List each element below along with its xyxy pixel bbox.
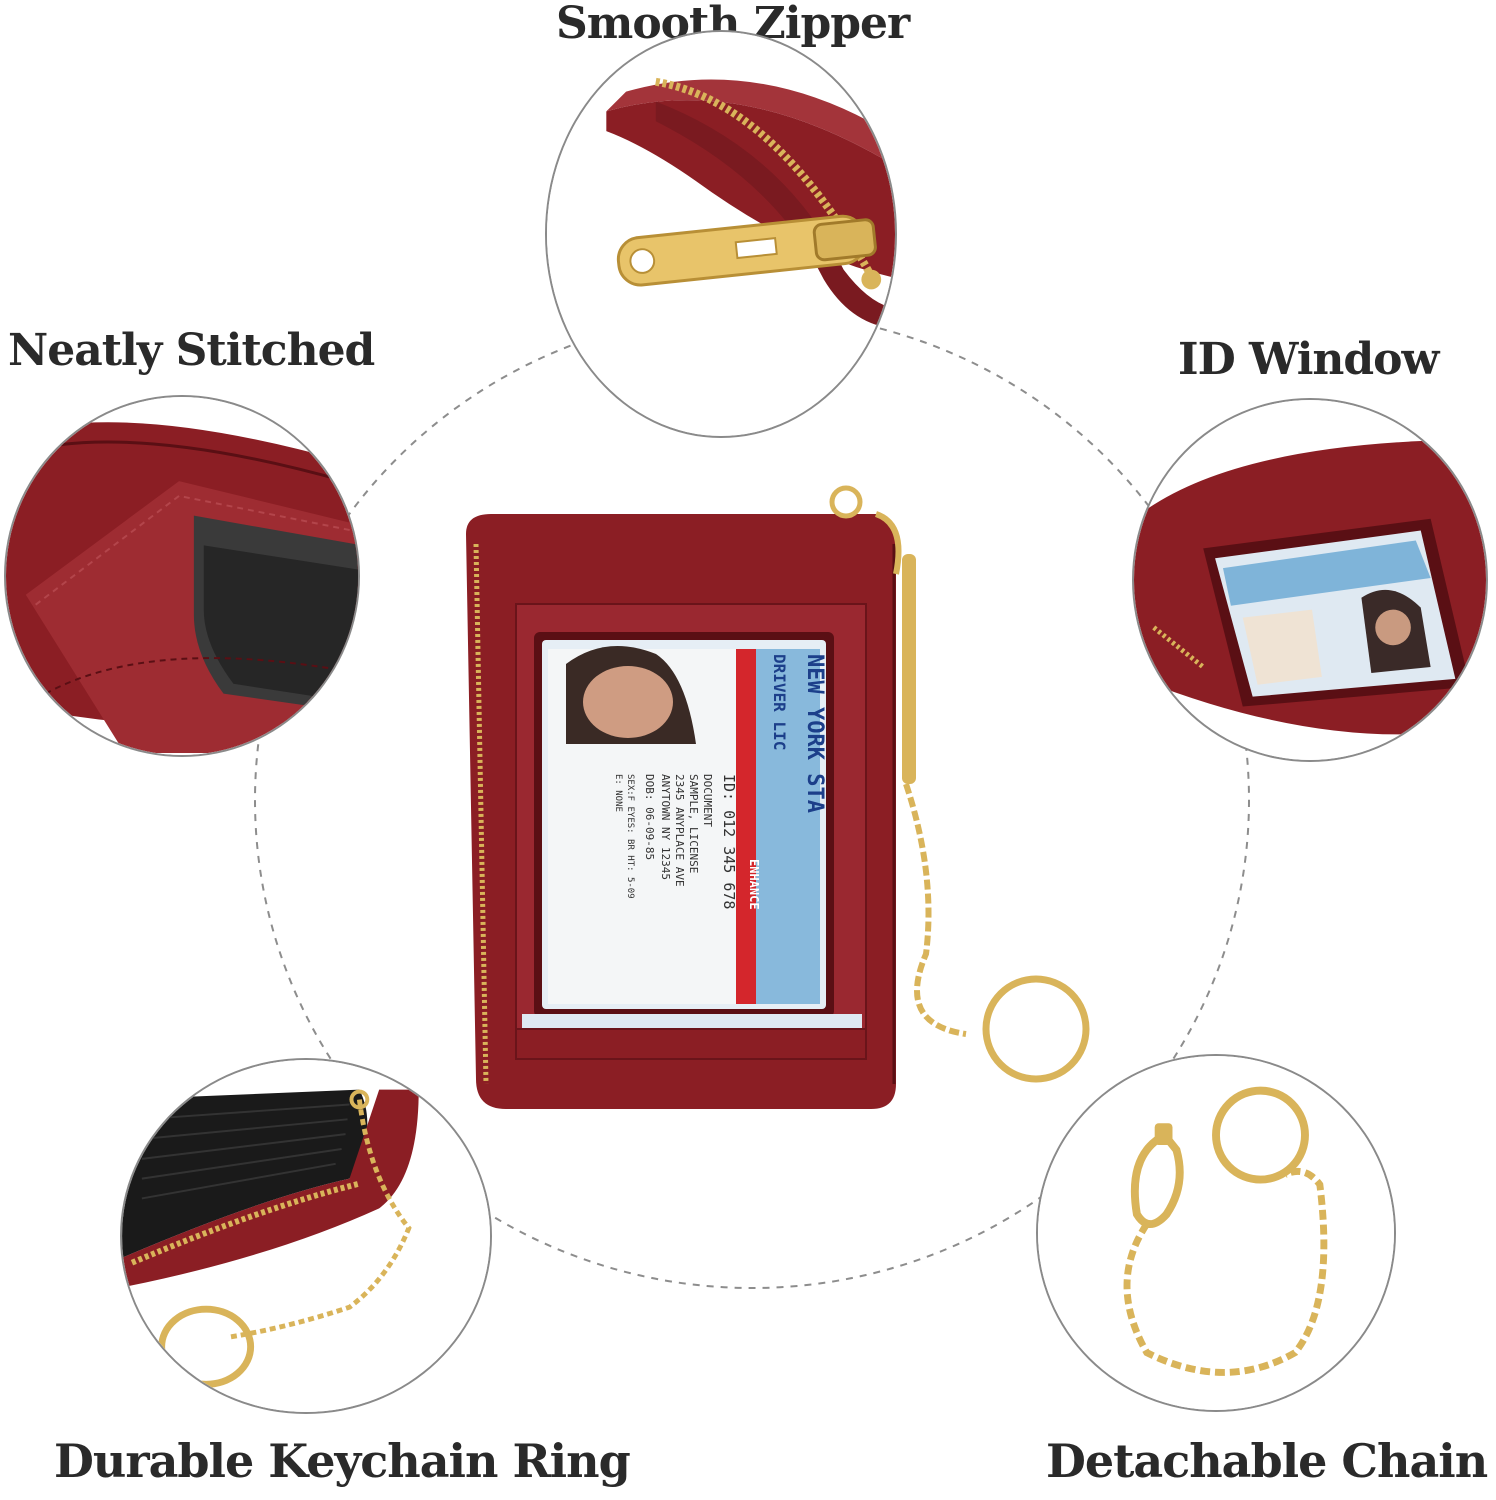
id-sex-text: SEX:F EYES: BR HT: 5-09 <box>625 774 635 899</box>
id-window-closeup-image <box>1132 398 1488 762</box>
id-number-text: ID: 012 345 678 <box>720 774 738 909</box>
zipper-closeup-image <box>545 30 897 438</box>
id-type-text: DRIVER LIC <box>770 654 789 750</box>
id-e-text: E: NONE <box>613 774 623 812</box>
stitching-closeup-image <box>4 395 360 757</box>
feature-label-neatly-stitched: Neatly Stitched <box>8 325 375 376</box>
id-dob-text: DOB: 06-09-85 <box>643 774 656 860</box>
id-addr1-text: 2345 ANYPLACE AVE <box>673 774 686 887</box>
detachable-chain-closeup-image <box>1036 1054 1396 1412</box>
id-state-text: NEW YORK STA <box>802 654 827 813</box>
feature-label-detachable-chain: Detachable Chain <box>1046 1434 1488 1488</box>
feature-label-keychain-ring: Durable Keychain Ring <box>54 1434 631 1488</box>
id-addr2-text: ANYTOWN NY 12345 <box>659 774 672 880</box>
id-name1-text: DOCUMENT <box>701 774 714 827</box>
id-name2-text: SAMPLE, LICENSE <box>687 774 700 873</box>
feature-label-id-window: ID Window <box>1178 334 1439 385</box>
wallet-main-image: NEW YORK STA DRIVER LIC ENHANCE ID: 012 … <box>466 485 1090 1109</box>
id-banner-text: ENHANCE <box>747 859 761 910</box>
keychain-ring-closeup-image <box>120 1058 492 1414</box>
